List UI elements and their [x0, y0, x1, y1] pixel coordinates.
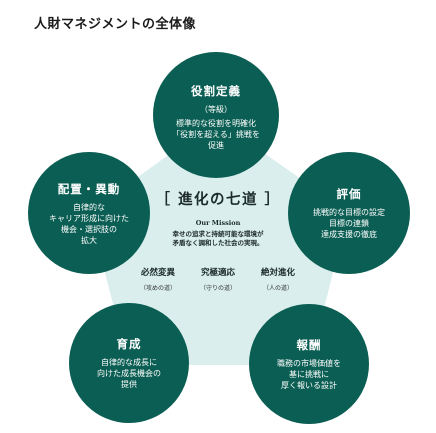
principles-row: 必然変異 （攻めの道） 究極適応 （守りの道） 絶対進化 （人の道）	[128, 266, 308, 292]
circle-title: 役割定義	[191, 84, 241, 98]
circle-line: 厚く報いる設計	[281, 381, 337, 390]
principle-1: 必然変異 （攻めの道）	[128, 266, 188, 292]
circle-line: 提供	[121, 380, 137, 389]
mission-label: Our Mission	[195, 219, 241, 227]
principle-sub: （攻めの道）	[139, 285, 176, 292]
circle-title: 報酬	[296, 338, 322, 352]
center-title: ［ 進化の七道 ］	[155, 191, 281, 208]
circle-title: 配置・異動	[57, 181, 121, 196]
circle-line: 自律的な成長に	[101, 358, 157, 367]
circle-line: 標準的な役割を明確化	[176, 119, 256, 128]
circle-role-definition: 役割定義 （等級） 標準的な役割を明確化 「役割を超える」挑戦を 促進	[153, 52, 279, 178]
mission-line-2: 矛盾なく調和した社会の実現。	[172, 239, 264, 247]
circle-line: 自律的な	[73, 202, 105, 212]
circle-line: 向けた成長機会の	[97, 369, 161, 378]
circle-subtitle: （等級）	[200, 105, 232, 114]
circle-line: 達成支援の徹底	[321, 230, 377, 239]
pentagon-shape	[89, 120, 348, 365]
circle-line: キャリア形成に向けた	[49, 213, 129, 223]
circle-line: 挑戦的な目標の設定	[313, 208, 385, 217]
mission-line-1: 幸せの追求と持続可能な環境が	[172, 230, 264, 238]
circle-line: 促進	[208, 141, 224, 150]
center-block: ［ 進化の七道 ］ Our Mission 幸せの追求と持続可能な環境が 矛盾な…	[118, 188, 318, 248]
circle-line: 拡大	[81, 235, 97, 245]
circle-line: 機会・選択肢の	[61, 224, 117, 234]
principle-2: 究極適応 （守りの道）	[188, 266, 248, 292]
principle-name: 絶対進化	[260, 268, 295, 278]
circle-line: 職務の市場価値を	[277, 359, 341, 368]
principle-3: 絶対進化 （人の道）	[248, 266, 308, 292]
circle-line: 目標の連鎖	[329, 219, 369, 228]
circle-development: 育成 自律的な成長に 向けた成長機会の 提供	[69, 303, 189, 423]
principle-sub: （人の道）	[262, 285, 293, 292]
principle-name: 必然変異	[140, 268, 175, 278]
circle-compensation: 報酬 職務の市場価値を 基に挑戦に 厚く報いる設計	[249, 304, 369, 424]
circle-title: 評価	[336, 187, 362, 201]
circle-title: 育成	[116, 337, 142, 351]
circle-line: 「役割を超える」挑戦を	[172, 130, 260, 139]
page-title: 人財マネジメントの全体像	[34, 17, 197, 32]
principle-name: 究極適応	[200, 268, 235, 278]
principle-sub: （守りの道）	[199, 285, 236, 292]
circle-placement: 配置・異動 自律的な キャリア形成に向けた 機会・選択肢の 拡大	[28, 152, 150, 274]
circle-line: 基に挑戦に	[289, 370, 329, 379]
circle-evaluation: 評価 挑戦的な目標の設定 目標の連鎖 達成支援の徹底	[288, 152, 410, 274]
